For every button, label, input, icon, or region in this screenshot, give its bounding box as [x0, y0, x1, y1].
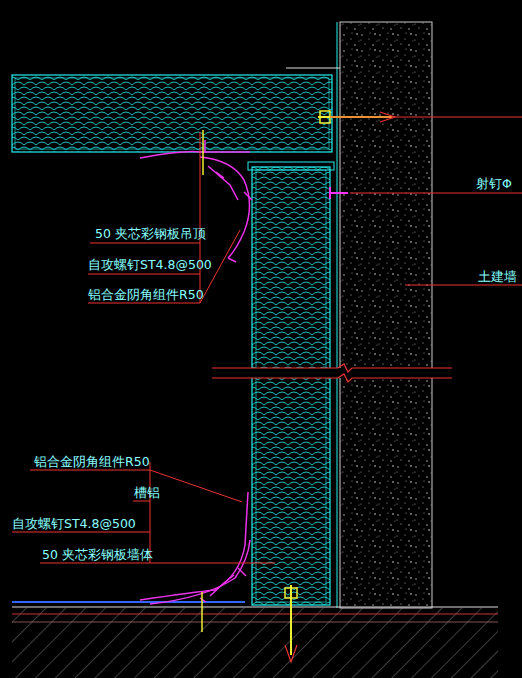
- floor-layer: [12, 614, 498, 615]
- screw: [202, 130, 204, 175]
- ceiling-panel: [12, 75, 332, 152]
- part-label: 铝合金阴角组件R50: [88, 288, 204, 302]
- floor-hatch: [12, 608, 498, 678]
- callout-label: 射钉Φ: [476, 177, 512, 191]
- panel-skin: [15, 78, 329, 149]
- concrete-wall: [340, 22, 432, 608]
- part-label: 铝合金阴角组件R50: [34, 455, 150, 469]
- hanger-line: [286, 68, 340, 69]
- callout-label: 土建墙: [478, 270, 517, 284]
- cove-profile: [140, 492, 250, 604]
- shot-nail: [330, 192, 348, 194]
- floor-line: [12, 606, 498, 607]
- part-label: 槽铝: [134, 486, 160, 500]
- part-label: 50 夹芯彩钢板墙体: [42, 548, 153, 562]
- break-line: [212, 364, 452, 382]
- panel-skin: [256, 170, 326, 602]
- cove-profile: [140, 140, 252, 262]
- part-label: 自攻螺钉ST4.8@500: [88, 258, 212, 272]
- part-label: 自攻螺钉ST4.8@500: [12, 517, 136, 531]
- floor-finish: [12, 601, 245, 603]
- shot-nail: [329, 187, 331, 199]
- wall-face-line: [337, 22, 338, 608]
- break-gap: [212, 368, 452, 378]
- wall-panel: [252, 167, 330, 605]
- anchor-bolt: [285, 585, 297, 662]
- floor-layer: [12, 622, 498, 623]
- part-label: 50 夹芯彩钢板吊顶: [95, 227, 206, 241]
- screw: [201, 592, 203, 632]
- leader-line: [12, 117, 522, 563]
